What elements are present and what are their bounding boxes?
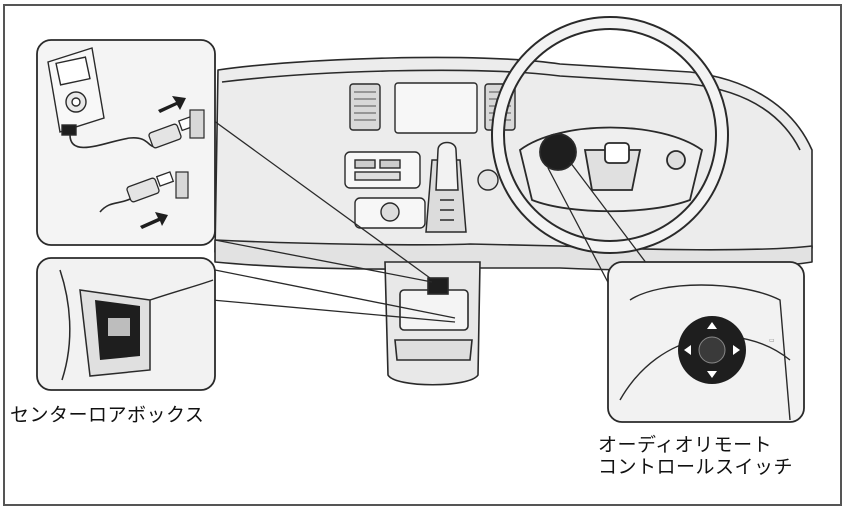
- audio-remote-label-line1: オーディオリモート: [598, 434, 773, 456]
- dashboard-top-edge: [221, 69, 801, 151]
- steering-wheel: [491, 16, 729, 254]
- climate-panel: [344, 151, 421, 189]
- inset-audio-remote-switch: ▭: [607, 261, 805, 423]
- svg-text:▭: ▭: [769, 337, 775, 344]
- audio-remote-switch-label: オーディオリモート コントロールスイッチ: [598, 434, 793, 478]
- insert-arrow-icon: [158, 96, 186, 113]
- insert-arrow-icon-lower: [140, 212, 168, 229]
- usb-port-upper: [189, 109, 205, 139]
- lower-console: [384, 261, 481, 386]
- usb-connector-icon-lower: [126, 171, 175, 203]
- music-player-icon: [47, 47, 105, 136]
- leader-lines: [209, 117, 651, 323]
- hazard-knob: [477, 169, 499, 191]
- center-lower-box: [399, 289, 469, 331]
- audio-remote-label-line2: コントロールスイッチ: [598, 456, 794, 478]
- usb-port-lower: [175, 171, 189, 199]
- center-display: [394, 82, 478, 134]
- audio-remote-switch-icon: [678, 316, 746, 384]
- brand-emblem: [604, 142, 630, 164]
- inset-usb-connection: [36, 39, 216, 246]
- usb-port-icon: [108, 318, 130, 336]
- usb-port-location: [427, 277, 449, 295]
- audio-remote-switch-location: [539, 133, 577, 171]
- vent-left: [349, 83, 381, 131]
- inset-center-lower-box: [36, 257, 216, 391]
- center-lower-box-label: センターロアボックス: [10, 404, 205, 426]
- gear-shifter: [425, 141, 467, 233]
